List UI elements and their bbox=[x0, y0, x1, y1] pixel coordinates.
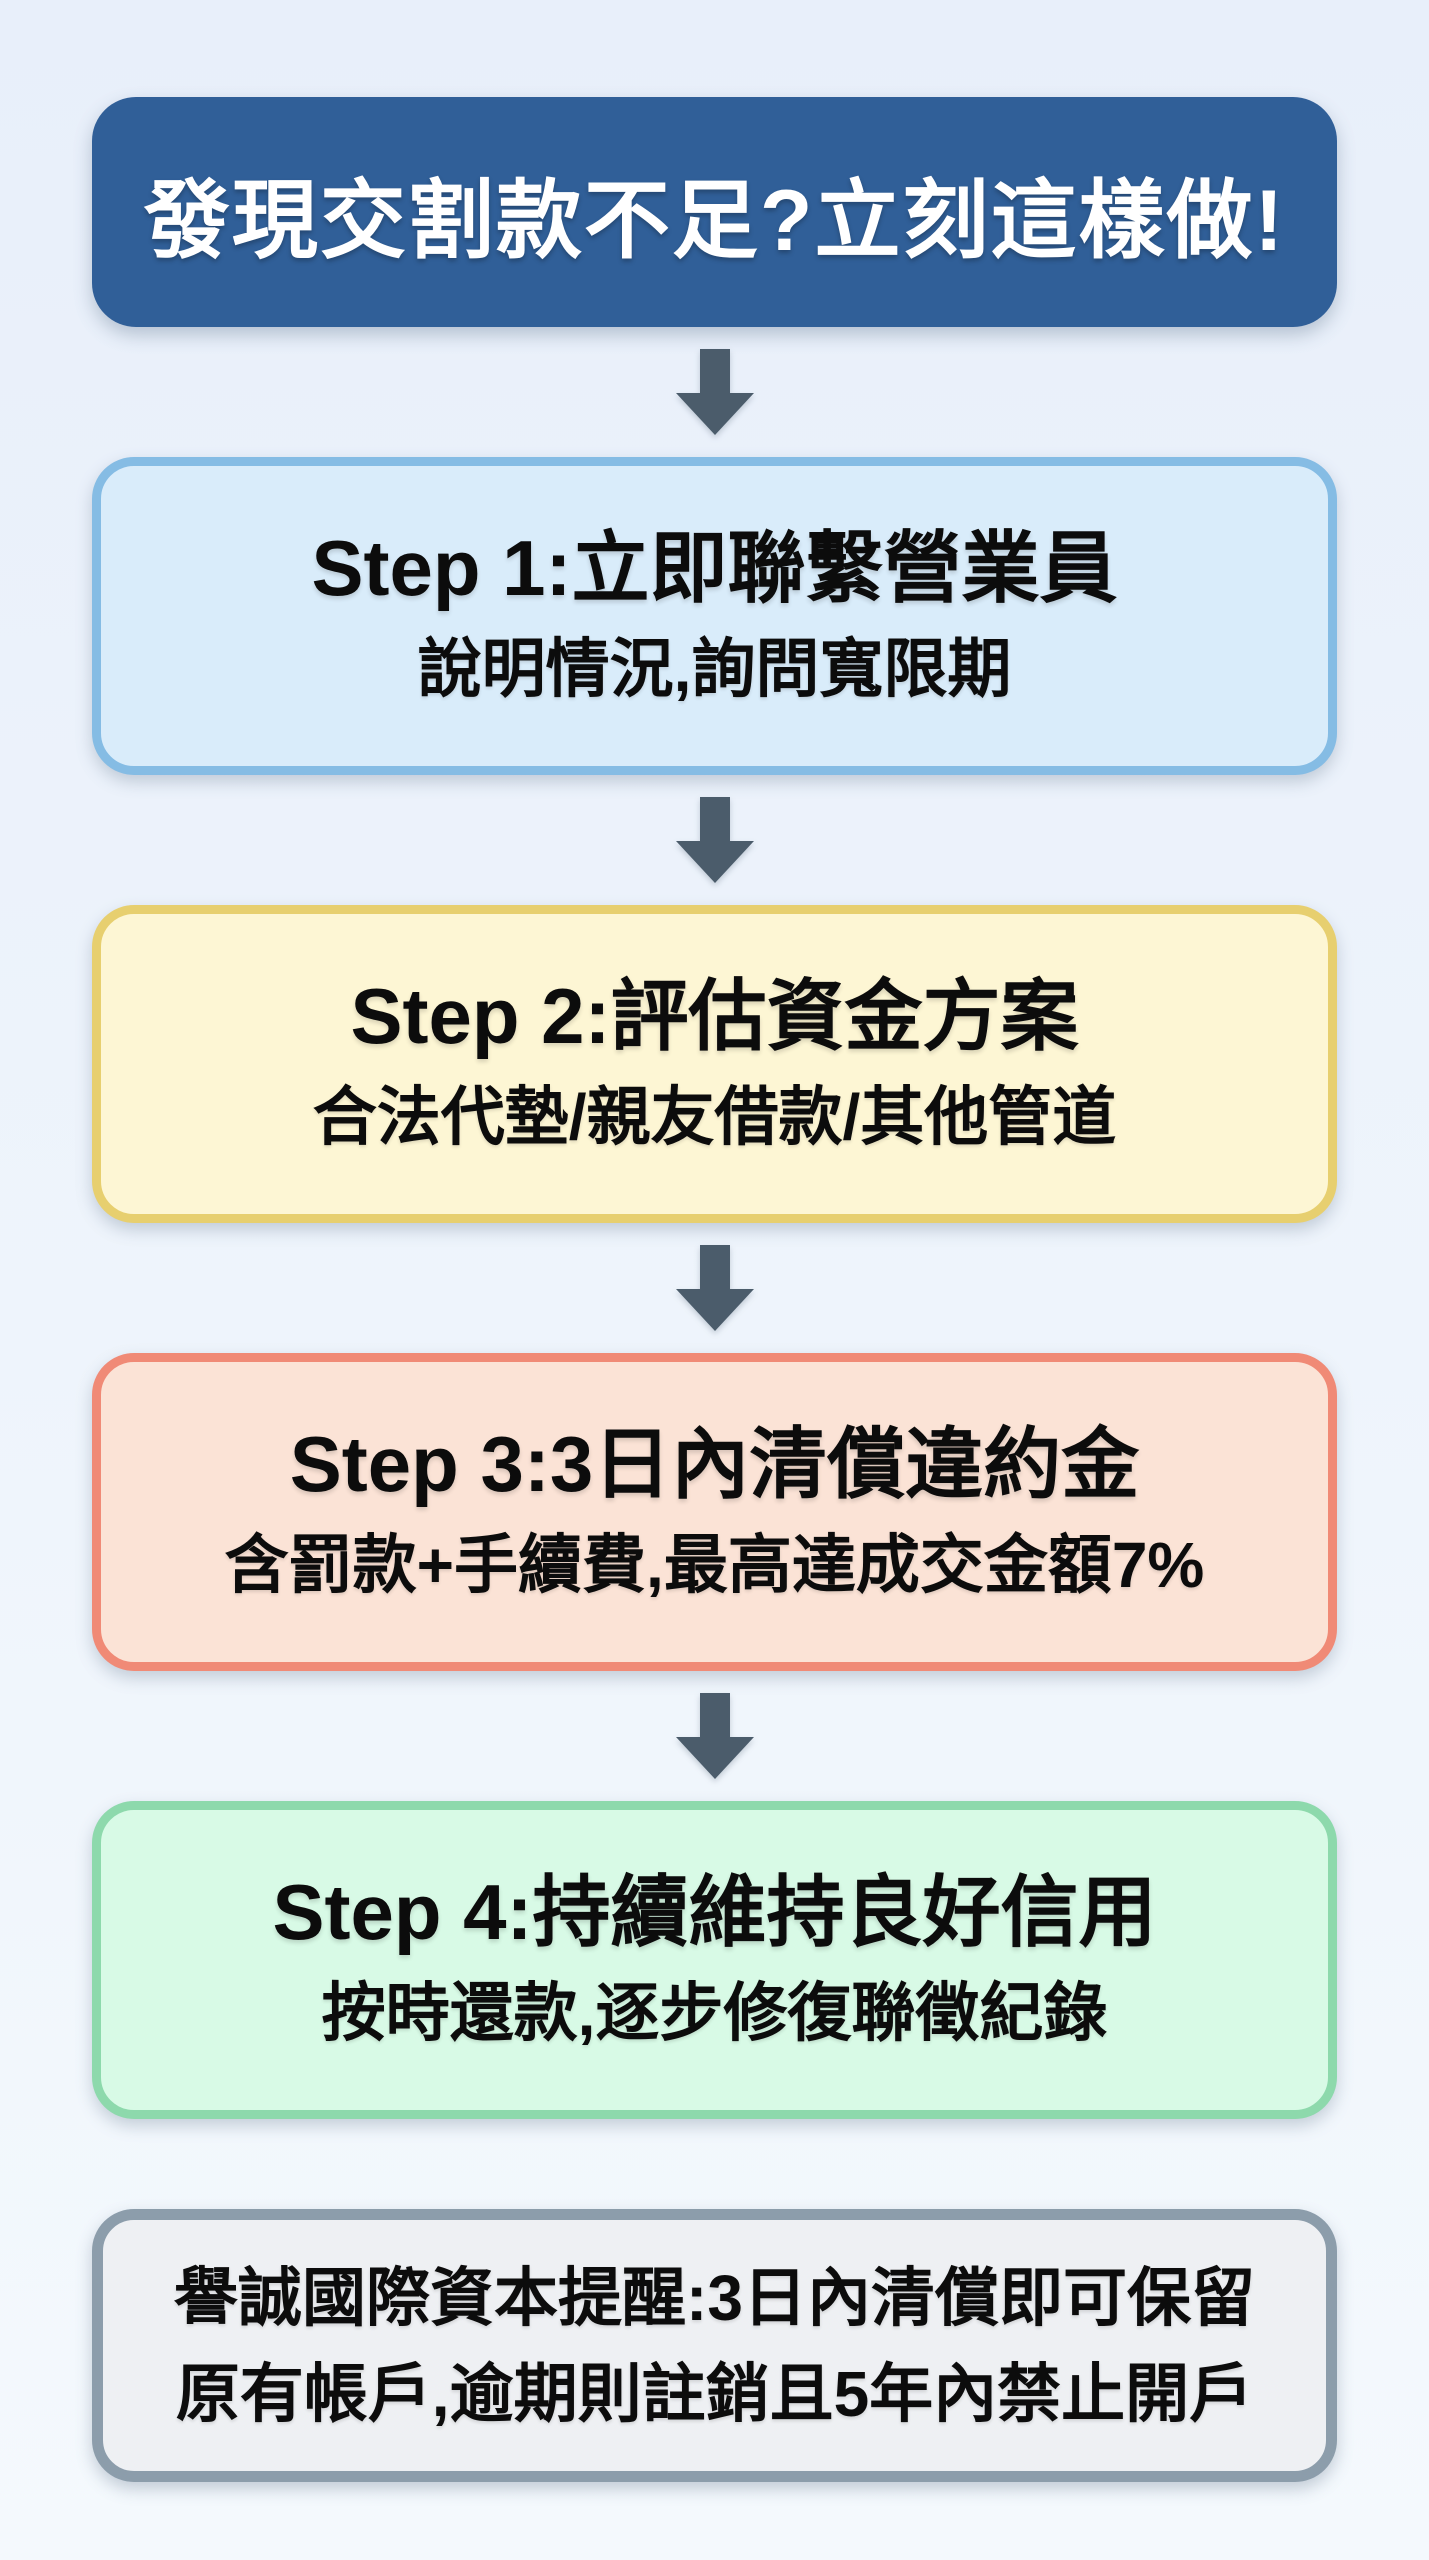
down-arrow-icon bbox=[675, 797, 754, 883]
step-2-box: Step 2:評估資金方案 合法代墊/親友借款/其他管道 bbox=[92, 905, 1337, 1223]
down-arrow-icon bbox=[675, 349, 754, 435]
step-3-box: Step 3:3日內清償違約金 含罰款+手續費,最高達成交金額7% bbox=[92, 1353, 1337, 1671]
step-3-title: Step 3:3日內清償違約金 bbox=[289, 1420, 1140, 1509]
notice-box: 譽誠國際資本提醒:3日內清償即可保留 原有帳戶,逾期則註銷且5年內禁止開戶 bbox=[92, 2209, 1337, 2482]
step-4-title: Step 4:持續維持良好信用 bbox=[272, 1868, 1157, 1957]
step-4-box: Step 4:持續維持良好信用 按時還款,逐步修復聯徵紀錄 bbox=[92, 1801, 1337, 2119]
step-1-box: Step 1:立即聯繫營業員 說明情況,詢問寬限期 bbox=[92, 457, 1337, 775]
notice-line-1: 譽誠國際資本提醒:3日內清償即可保留 bbox=[174, 2261, 1255, 2334]
step-1-title: Step 1:立即聯繫營業員 bbox=[311, 524, 1118, 613]
down-arrow-icon bbox=[675, 1245, 754, 1331]
step-2-title: Step 2:評估資金方案 bbox=[350, 972, 1079, 1061]
step-4-subtitle: 按時還款,逐步修復聯徵紀錄 bbox=[321, 1977, 1108, 2050]
notice-line-2: 原有帳戶,逾期則註銷且5年內禁止開戶 bbox=[175, 2357, 1254, 2430]
header-title: 發現交割款不足?立刻這樣做! bbox=[143, 172, 1286, 269]
step-2-subtitle: 合法代墊/親友借款/其他管道 bbox=[312, 1081, 1117, 1154]
down-arrow-icon bbox=[675, 1693, 754, 1779]
header-banner: 發現交割款不足?立刻這樣做! bbox=[92, 97, 1337, 327]
step-1-subtitle: 說明情況,詢問寬限期 bbox=[417, 633, 1012, 706]
step-3-subtitle: 含罰款+手續費,最高達成交金額7% bbox=[224, 1529, 1205, 1602]
